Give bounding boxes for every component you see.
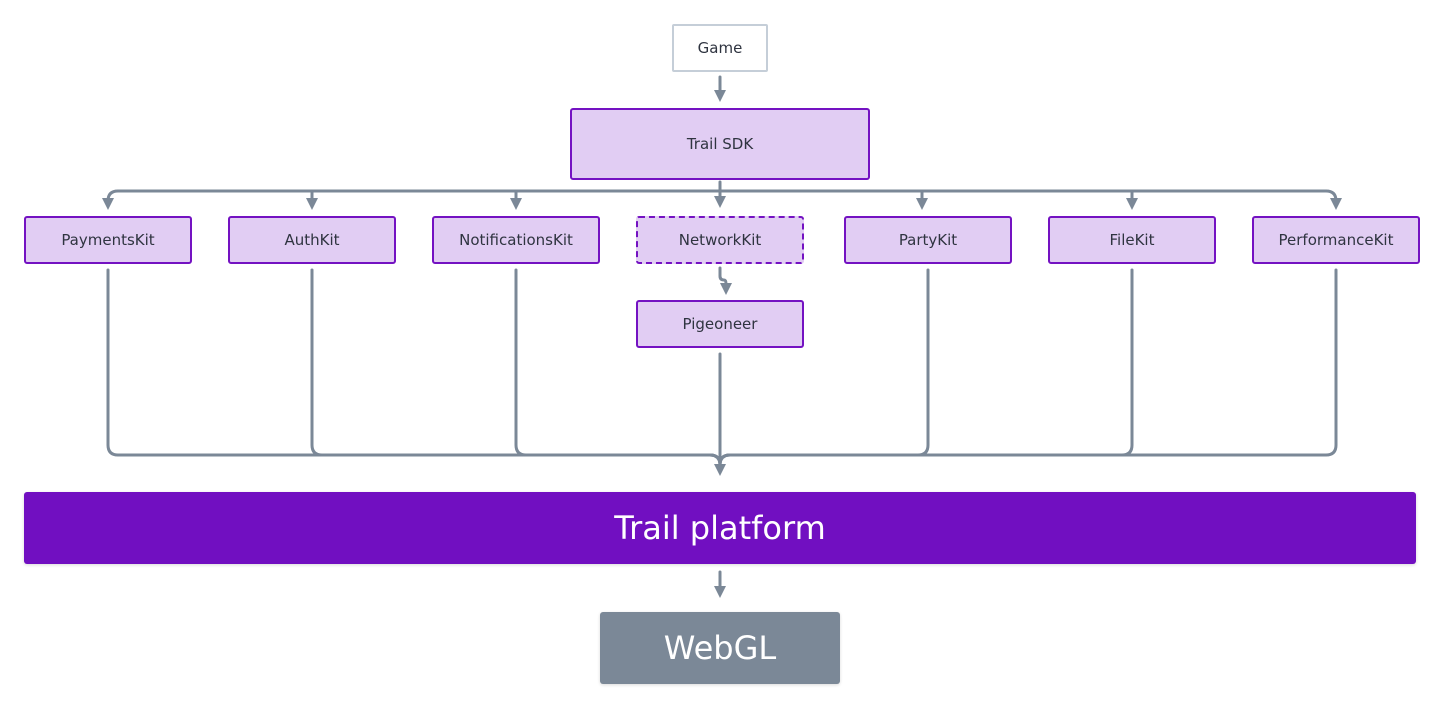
webgl-box: WebGL xyxy=(600,612,840,684)
arrow-sdk-to-party-kit xyxy=(718,189,928,210)
node-performance-kit: PerformanceKit xyxy=(1252,216,1420,264)
node-party-kit: PartyKit xyxy=(844,216,1012,264)
node-game: Game xyxy=(672,24,768,72)
node-notifications-kit: NotificationsKit xyxy=(432,216,600,264)
node-network-kit: NetworkKit xyxy=(636,216,804,264)
line-payments-kit-to-platform xyxy=(106,268,722,467)
arrow-network-kit-to-pigeoneer xyxy=(718,266,732,295)
node-pigeoneer: Pigeoneer xyxy=(636,300,804,348)
arrow-sdk-to-payments-kit xyxy=(102,189,722,210)
arrow-sdk-to-performance-kit xyxy=(718,189,1342,210)
arrow-sdk-to-auth-kit xyxy=(306,189,722,210)
node-payments-kit: PaymentsKit xyxy=(24,216,192,264)
arrow-sdk-to-notifications-kit xyxy=(510,189,722,210)
trail-platform-bar: Trail platform xyxy=(24,492,1416,564)
line-performance-kit-to-platform xyxy=(718,268,1338,467)
node-trail-sdk: Trail SDK xyxy=(570,108,870,180)
arrow-sdk-to-file-kit xyxy=(718,189,1138,210)
node-auth-kit: AuthKit xyxy=(228,216,396,264)
node-file-kit: FileKit xyxy=(1048,216,1216,264)
